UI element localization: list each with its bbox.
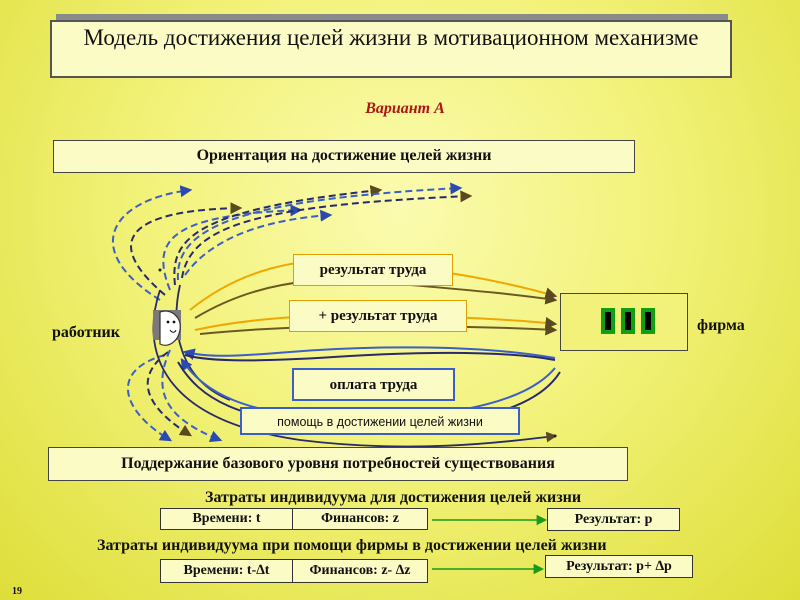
dot bbox=[158, 268, 162, 272]
pay-box: оплата труда bbox=[292, 368, 455, 401]
time-cell-1: Времени: t bbox=[160, 508, 293, 530]
result-box-2: + результат труда bbox=[289, 300, 467, 332]
dot bbox=[553, 434, 557, 438]
help-box: помощь в достижении целей жизни bbox=[240, 407, 520, 435]
firm-icon bbox=[560, 293, 688, 351]
page-number: 19 bbox=[12, 586, 22, 597]
worker-face-icon bbox=[153, 310, 181, 346]
finance-cell-2: Финансов: z- ∆z bbox=[292, 559, 428, 583]
firm-label: фирма bbox=[697, 317, 745, 334]
variant-label: Вариант А bbox=[365, 100, 445, 117]
result-cell-2: Результат: р+ ∆р bbox=[545, 555, 693, 578]
firm-bar-icon bbox=[601, 308, 615, 334]
firm-bar-icon bbox=[621, 308, 635, 334]
worker-label: работник bbox=[52, 324, 120, 341]
orientation-box: Ориентация на достижение целей жизни bbox=[53, 140, 635, 173]
finance-cell-1: Финансов: z bbox=[292, 508, 428, 530]
costs-title-1: Затраты индивидуума для достижения целей… bbox=[205, 489, 582, 506]
costs-title-2: Затраты индивидуума при помощи фирмы в д… bbox=[97, 537, 607, 554]
support-arrows-down bbox=[126, 349, 223, 443]
support-box: Поддержание базового уровня потребностей… bbox=[48, 447, 628, 481]
firm-bar-icon bbox=[641, 308, 655, 334]
time-cell-2: Времени: t-∆t bbox=[160, 559, 293, 583]
goal-arrows-up bbox=[112, 182, 473, 301]
result-cell-1: Результат: р bbox=[547, 508, 680, 531]
result-box-1: результат труда bbox=[293, 254, 453, 286]
slide-title: Модель достижения целей жизни в мотиваци… bbox=[50, 20, 732, 78]
